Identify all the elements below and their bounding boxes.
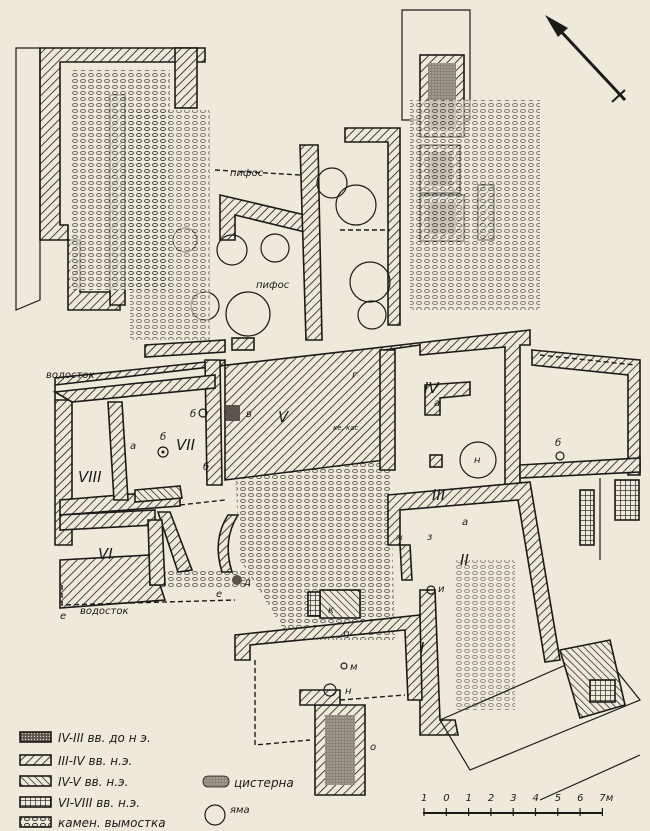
room-label-I: I xyxy=(420,639,425,657)
scale-tick-label: 1 xyxy=(421,793,427,804)
letter-label: в xyxy=(246,409,252,420)
letter-label: з xyxy=(427,532,432,543)
legend-item: VI-VIII вв. н.э. xyxy=(19,796,140,810)
room-label-V: V xyxy=(278,408,290,426)
pithos-label: пифос xyxy=(256,280,290,291)
legend-item: IV-III вв. до н э. xyxy=(19,731,151,745)
drain-label: водосток xyxy=(80,606,129,617)
letter-label: а xyxy=(434,398,440,409)
letter-label: о xyxy=(370,742,376,753)
legend-item-cistern: цистерна xyxy=(202,775,294,790)
walls-lower xyxy=(234,481,641,801)
kekas-label: ке. кас xyxy=(333,424,359,432)
letter-label: а xyxy=(462,517,468,528)
letter-label: н xyxy=(474,455,481,466)
letter-label: м xyxy=(350,662,358,673)
letter-label: а xyxy=(130,441,136,452)
legend-label: цистерна xyxy=(234,776,294,790)
legend-item: III-IV вв. н.э. xyxy=(19,754,132,768)
scale-bar: 1 0 1 2 3 4 5 6 7м xyxy=(421,793,614,816)
plan-labels: пифос пифос водосток е водосток ке. кас … xyxy=(46,168,561,753)
letter-label: г xyxy=(352,370,358,381)
legend-item: камен. вымостка xyxy=(19,816,166,830)
room-label-VII: VII xyxy=(176,436,196,454)
letter-label: и xyxy=(438,584,445,595)
scale-tick-label: 3 xyxy=(510,793,516,804)
walls-middle xyxy=(52,329,641,609)
letter-label: е xyxy=(216,589,222,600)
pithos-label: пифос xyxy=(230,168,264,179)
room-label-II: II xyxy=(460,551,469,569)
room-label-VI: VI xyxy=(98,545,113,563)
walls-upper-left xyxy=(15,47,323,358)
letter-label: б xyxy=(190,408,196,420)
legend: IV-III вв. до н э. III-IV вв. н.э. IV-V … xyxy=(19,731,294,830)
drain-letter: е xyxy=(60,611,66,622)
legend-label: III-IV вв. н.э. xyxy=(58,754,132,768)
letter-label: п xyxy=(343,629,350,640)
legend-item-pit: яма xyxy=(204,804,250,826)
legend-label: камен. вымостка xyxy=(58,816,166,830)
scale-tick-label: 6 xyxy=(577,793,583,804)
scale-tick-label: 0 xyxy=(443,793,449,804)
drain-label: водосток xyxy=(46,370,95,381)
pits xyxy=(157,405,565,697)
letter-label: н xyxy=(345,686,352,697)
letter-label: б xyxy=(555,437,561,449)
room-label-IV: IV xyxy=(424,379,440,397)
letter-label: д xyxy=(243,577,251,588)
letter-label: б xyxy=(160,431,166,443)
legend-label: IV-V вв. н.э. xyxy=(58,775,128,789)
scale-tick-label: 1 xyxy=(466,793,472,804)
legend-item: IV-V вв. н.э. xyxy=(19,775,128,789)
north-arrow-icon xyxy=(545,15,627,103)
legend-label: IV-III вв. до н э. xyxy=(58,731,151,745)
legend-label: яма xyxy=(230,805,250,816)
letter-label: ж xyxy=(395,533,404,542)
scale-tick-label: 7м xyxy=(599,793,613,804)
scale-tick-label: 4 xyxy=(533,793,539,804)
letter-label: к xyxy=(328,605,334,616)
scale-tick-label: 5 xyxy=(555,793,561,804)
room-label-III: III xyxy=(432,486,446,504)
legend-label: VI-VIII вв. н.э. xyxy=(58,796,140,810)
room-label-VIII: VIII xyxy=(78,468,102,486)
letter-label: б xyxy=(203,461,209,473)
scale-tick-label: 2 xyxy=(488,793,494,804)
dashed-lines xyxy=(61,169,636,746)
